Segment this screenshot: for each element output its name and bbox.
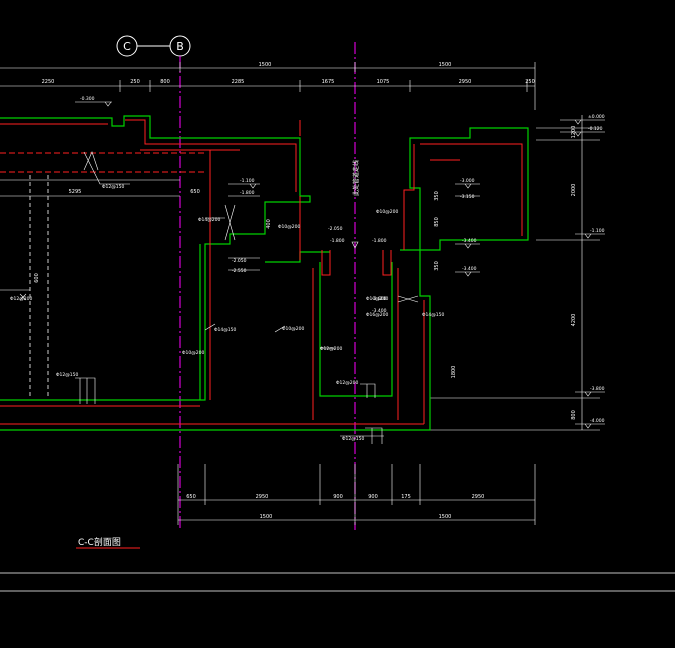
svg-text:-3.800: -3.800 xyxy=(590,386,605,392)
svg-text:250: 250 xyxy=(130,79,140,85)
svg-text:Φ14@150: Φ14@150 xyxy=(422,312,444,318)
top-dimensions xyxy=(0,62,536,110)
svg-text:175: 175 xyxy=(401,494,411,500)
svg-text:850: 850 xyxy=(434,217,440,227)
svg-text:-0.120: -0.120 xyxy=(588,126,603,132)
misc-dimension-texts: 5295 650 600 400 1800 350 850 350 xyxy=(34,189,457,378)
svg-text:-1.100: -1.100 xyxy=(240,178,255,184)
top-dimension-texts: 1500 1500 2250 250 800 2285 1675 1075 29… xyxy=(42,62,535,85)
svg-text:-1.800: -1.800 xyxy=(330,238,345,244)
svg-text:1075: 1075 xyxy=(377,79,390,85)
svg-text:-2.550: -2.550 xyxy=(232,268,247,274)
svg-text:350: 350 xyxy=(434,261,440,271)
svg-text:-0.300: -0.300 xyxy=(80,96,95,102)
center-lines xyxy=(179,42,356,530)
svg-text:900: 900 xyxy=(368,494,378,500)
svg-text:Φ14@150: Φ14@150 xyxy=(214,327,236,333)
svg-text:350: 350 xyxy=(434,191,440,201)
svg-text:2950: 2950 xyxy=(472,494,485,500)
svg-text:Φ10@200: Φ10@200 xyxy=(376,209,398,215)
svg-text:Φ12@150: Φ12@150 xyxy=(56,372,78,378)
section-title: C-C剖面图 xyxy=(78,536,121,548)
right-dimensions xyxy=(430,115,600,431)
title-frame-lines xyxy=(0,572,675,592)
svg-text:800: 800 xyxy=(160,79,170,85)
svg-text:-3.150: -3.150 xyxy=(460,194,475,200)
svg-text:2950: 2950 xyxy=(256,494,269,500)
svg-text:2950: 2950 xyxy=(459,79,472,85)
svg-text:Φ10@200: Φ10@200 xyxy=(282,326,304,332)
svg-text:Φ12@200: Φ12@200 xyxy=(10,296,32,302)
wall-outline-green xyxy=(0,115,529,431)
svg-text:2250: 2250 xyxy=(42,79,55,85)
svg-text:4200: 4200 xyxy=(571,314,577,327)
svg-text:-1.800: -1.800 xyxy=(240,190,255,196)
svg-text:5295: 5295 xyxy=(69,189,82,195)
svg-text:650: 650 xyxy=(190,189,200,195)
svg-text:Φ16@200: Φ16@200 xyxy=(366,312,388,318)
svg-text:Φ10@200: Φ10@200 xyxy=(278,224,300,230)
dashed-column-lines xyxy=(29,175,49,398)
svg-text:Φ14@200: Φ14@200 xyxy=(198,217,220,223)
svg-text:Φ12@200: Φ12@200 xyxy=(320,346,342,352)
rebar-texts: Φ12@150 Φ14@200 Φ14@150 Φ10@200 Φ10@200 … xyxy=(10,184,444,442)
svg-text:400: 400 xyxy=(266,219,272,229)
svg-text:900: 900 xyxy=(333,494,343,500)
svg-text:2285: 2285 xyxy=(232,79,245,85)
svg-text:Φ10@200: Φ10@200 xyxy=(366,296,388,302)
svg-text:-2.050: -2.050 xyxy=(232,258,247,264)
svg-text:800: 800 xyxy=(571,410,577,420)
axis-bubble-b-label: B xyxy=(176,40,184,53)
rebar-lines-red xyxy=(0,119,523,425)
svg-text:650: 650 xyxy=(186,494,196,500)
svg-text:-3.000: -3.000 xyxy=(460,178,475,184)
svg-text:-2.050: -2.050 xyxy=(328,226,343,232)
svg-text:2000: 2000 xyxy=(571,184,577,197)
svg-text:-3.400: -3.400 xyxy=(462,266,477,272)
svg-text:Φ12@150: Φ12@150 xyxy=(342,436,364,442)
svg-text:600: 600 xyxy=(34,273,40,283)
svg-text:-3.400: -3.400 xyxy=(372,308,387,314)
svg-text:1800: 1800 xyxy=(451,366,457,379)
axis-bubble-c-label: C xyxy=(123,40,131,53)
svg-text:-3.400: -3.400 xyxy=(462,238,477,244)
svg-text:-4.000: -4.000 xyxy=(590,418,605,424)
svg-text:Φ12@200: Φ12@200 xyxy=(336,380,358,386)
svg-text:1500: 1500 xyxy=(439,514,452,520)
rebar-leaders xyxy=(19,151,419,444)
elevation-texts: -0.300 -1.100 -1.800 -1.800 -2.050 -2.55… xyxy=(80,96,605,424)
bottom-dimension-texts: 650 2950 900 900 175 2950 1500 1500 xyxy=(186,494,484,520)
svg-text:-1.100: -1.100 xyxy=(590,228,605,234)
svg-text:-1.800: -1.800 xyxy=(372,238,387,244)
svg-text:Φ12@150: Φ12@150 xyxy=(102,184,124,190)
svg-text:1675: 1675 xyxy=(322,79,335,85)
svg-text:±0.000: ±0.000 xyxy=(588,114,605,120)
elevation-markers xyxy=(75,101,605,429)
bottom-dimensions xyxy=(177,464,536,525)
section-title-block: C-C剖面图 xyxy=(76,536,140,549)
left-beam-lines xyxy=(0,179,180,291)
svg-text:1500: 1500 xyxy=(259,62,272,68)
vertical-note: 此处管道走线 xyxy=(352,160,360,196)
svg-text:Φ10@200: Φ10@200 xyxy=(182,350,204,356)
dashed-beam-lines xyxy=(0,152,205,173)
svg-text:250: 250 xyxy=(525,79,535,85)
svg-text:1500: 1500 xyxy=(439,62,452,68)
svg-text:-3.000: -3.000 xyxy=(372,296,387,302)
svg-text:1500: 1500 xyxy=(260,514,273,520)
